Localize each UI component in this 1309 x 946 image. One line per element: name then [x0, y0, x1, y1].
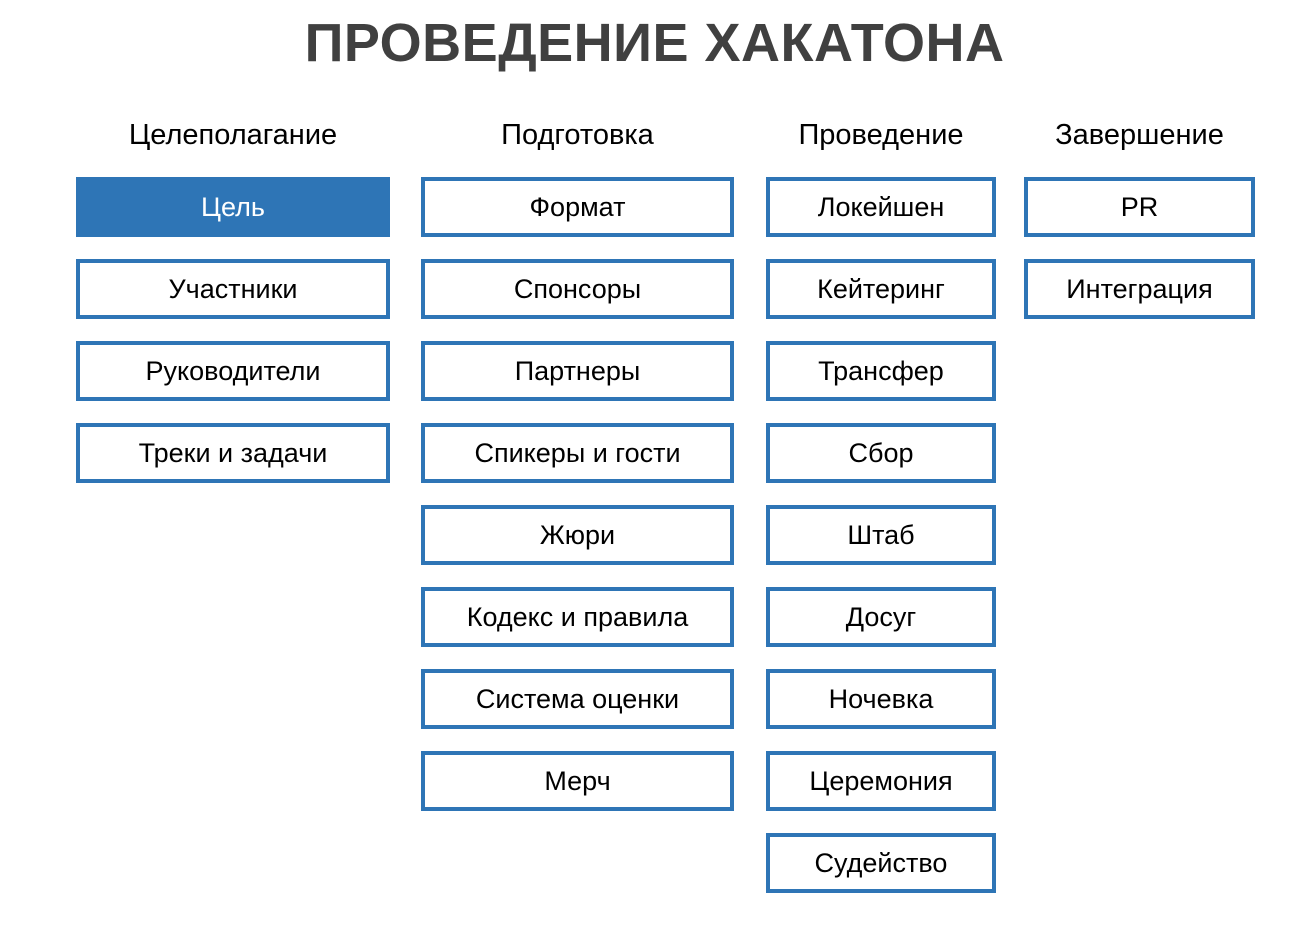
node-box[interactable]: Церемония [766, 751, 996, 811]
node-box-label: Штаб [847, 520, 915, 550]
column-completion: Завершение PR Интеграция [1024, 118, 1255, 341]
node-box[interactable]: Штаб [766, 505, 996, 565]
node-box-label: Цель [201, 192, 265, 222]
node-box[interactable]: Формат [421, 177, 734, 237]
node-box-label: Церемония [809, 766, 953, 796]
node-box-label: Сбор [848, 438, 914, 468]
node-box[interactable]: Судейство [766, 833, 996, 893]
node-box-label: Руководители [145, 356, 321, 386]
node-box-label: Интеграция [1066, 274, 1213, 304]
node-box[interactable]: Партнеры [421, 341, 734, 401]
node-box[interactable]: Спонсоры [421, 259, 734, 319]
node-box[interactable]: Локейшен [766, 177, 996, 237]
page-title: ПРОВЕДЕНИЕ ХАКАТОНА [304, 13, 1005, 73]
column-boxes-3: PR Интеграция [1024, 177, 1255, 319]
node-box[interactable]: Досуг [766, 587, 996, 647]
node-box-label: Локейшен [817, 192, 945, 222]
node-box[interactable]: Кейтеринг [766, 259, 996, 319]
node-box-label: Формат [529, 192, 626, 222]
node-box[interactable]: Кодекс и правила [421, 587, 734, 647]
node-box-label: Жюри [539, 520, 616, 550]
column-header-2: Проведение [798, 119, 964, 151]
node-box[interactable]: Мерч [421, 751, 734, 811]
node-box[interactable]: Трансфер [766, 341, 996, 401]
node-box[interactable]: Руководители [76, 341, 390, 401]
node-box[interactable]: Интеграция [1024, 259, 1255, 319]
column-header-3: Завершение [1055, 119, 1224, 151]
node-box-label: Досуг [845, 602, 917, 632]
node-box-label: PR [1120, 192, 1159, 222]
node-box-label: Участники [168, 274, 298, 304]
node-box[interactable]: Сбор [766, 423, 996, 483]
node-box-label: Судейство [814, 848, 948, 878]
node-box-label: Треки и задачи [138, 438, 328, 468]
node-box-label: Система оценки [475, 684, 680, 714]
node-box[interactable]: Треки и задачи [76, 423, 390, 483]
node-box-label: Спонсоры [513, 274, 642, 304]
node-box-label: Ночевка [828, 684, 934, 714]
column-header-0: Целеполагание [128, 119, 338, 151]
node-box[interactable]: PR [1024, 177, 1255, 237]
node-box[interactable]: Цель [76, 177, 390, 237]
node-box[interactable]: Спикеры и гости [421, 423, 734, 483]
node-box-label: Спикеры и гости [474, 438, 681, 468]
node-box[interactable]: Ночевка [766, 669, 996, 729]
node-box-label: Трансфер [818, 356, 944, 386]
node-box[interactable]: Участники [76, 259, 390, 319]
column-header-1: Подготовка [501, 119, 654, 151]
node-box-label: Партнеры [514, 356, 641, 386]
node-box[interactable]: Жюри [421, 505, 734, 565]
node-box[interactable]: Система оценки [421, 669, 734, 729]
node-box-label: Мерч [544, 766, 611, 796]
node-box-label: Кодекс и правила [466, 602, 689, 632]
node-box-label: Кейтеринг [817, 274, 945, 304]
